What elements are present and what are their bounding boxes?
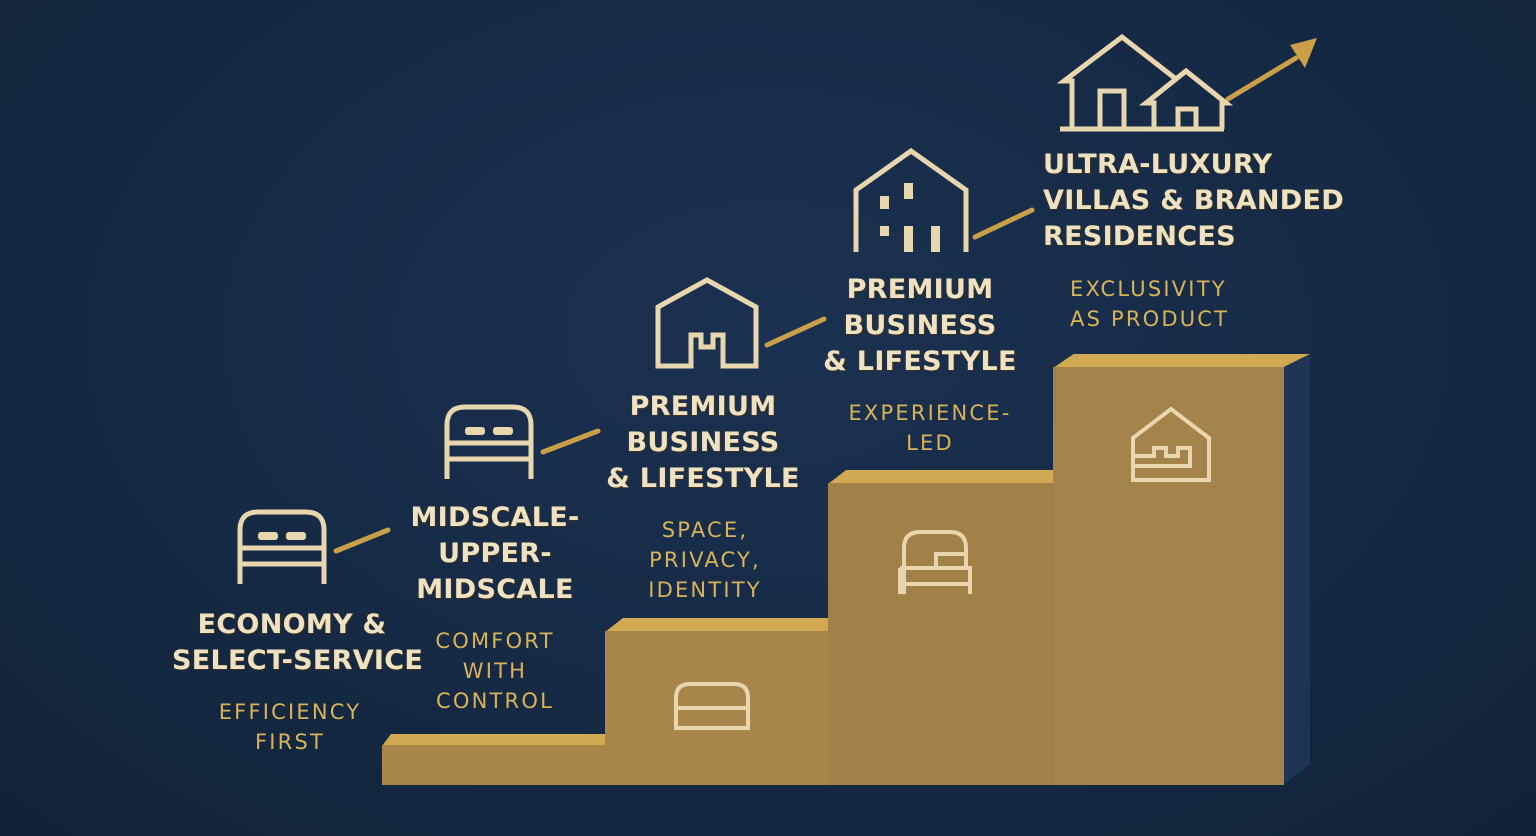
step-4-block bbox=[1053, 367, 1284, 785]
step-3-top bbox=[828, 470, 1054, 484]
step-2-top bbox=[605, 618, 829, 632]
tier-3-subtitle: SPACE, PRIVACY, IDENTITY bbox=[648, 518, 762, 602]
bed-icon bbox=[674, 682, 750, 730]
villas-icon bbox=[1056, 33, 1234, 132]
tier-1-subtitle: EFFICIENCY FIRST bbox=[218, 700, 362, 754]
bed-icon bbox=[237, 509, 327, 584]
step-4-top bbox=[1053, 354, 1310, 368]
tier-2-title: MIDSCALE- UPPER- MIDSCALE bbox=[410, 502, 580, 605]
tier-1-title: ECONOMY & SELECT-SERVICE bbox=[172, 609, 424, 676]
tier-4-subtitle: EXPERIENCE- LED bbox=[848, 401, 1012, 455]
house-icon bbox=[655, 277, 759, 369]
tier-5-title: ULTRA-LUXURY VILLAS & BRANDED RESIDENCES bbox=[1043, 149, 1344, 252]
house-icon bbox=[1131, 406, 1211, 482]
tier-4-title: PREMIUM BUSINESS & LIFESTYLE bbox=[823, 274, 1017, 377]
tier-2-subtitle: COMFORT WITH CONTROL bbox=[435, 629, 555, 713]
bed-icon bbox=[444, 404, 534, 479]
building-icon bbox=[853, 147, 969, 252]
step-1-block bbox=[382, 745, 606, 785]
tier-5-subtitle: EXCLUSIVITY AS PRODUCT bbox=[1070, 277, 1230, 331]
step-1-top bbox=[382, 734, 605, 746]
bed-icon bbox=[898, 530, 972, 594]
tier-3-title: PREMIUM BUSINESS & LIFESTYLE bbox=[606, 391, 800, 494]
